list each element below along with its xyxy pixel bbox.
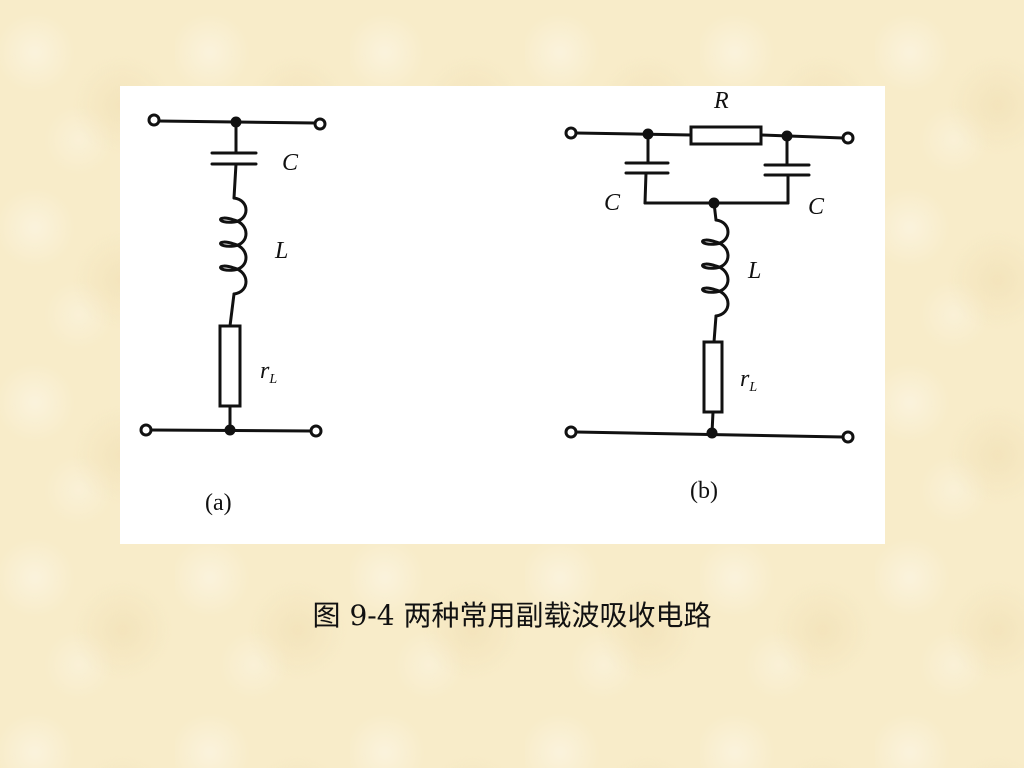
circuit-b-bottom-left-terminal: [564, 425, 578, 439]
circuit-diagrams: C L rL (a) R C C L rL (b): [139, 88, 855, 516]
figure-panel: C L rL (a) R C C L rL (b): [120, 86, 885, 544]
circuit-a-inductor: [219, 196, 248, 296]
circuit-b-sub-label: (b): [690, 478, 718, 504]
circuit-a-sub-label: (a): [205, 490, 232, 516]
circuit-b: [564, 125, 855, 444]
circuit-a-resistor: [218, 324, 242, 408]
circuit-b-capacitor-right-label: C: [808, 194, 825, 220]
circuit-a-capacitor: [210, 151, 258, 166]
circuit-a-resistor-label: rL: [260, 358, 277, 387]
circuit-a-capacitor-label: C: [282, 150, 299, 176]
circuit-b-inductor: [701, 218, 730, 318]
circuit-a-top-right-terminal: [313, 117, 327, 131]
circuit-b-top-wire-right: [759, 133, 845, 140]
circuit-a-bottom-junction: [224, 424, 236, 436]
circuit-b-top-wire-left: [574, 131, 693, 137]
circuit-b-bottom-right-terminal: [841, 430, 855, 444]
circuit-a-bottom-left-terminal: [139, 423, 153, 437]
circuit-b-capacitor-left-label: C: [604, 190, 621, 216]
circuit-b-resistor-rl: [702, 340, 724, 414]
circuit-b-capacitor-left: [624, 161, 670, 175]
circuit-b-top-left-terminal: [564, 126, 578, 140]
circuit-b-resistor-r: [689, 125, 763, 146]
circuit-a: [139, 113, 327, 438]
circuit-a-top-left-terminal: [147, 113, 161, 127]
circuit-a-inductor-label: L: [274, 238, 288, 264]
circuit-b-resistor-r-label: R: [713, 88, 729, 114]
circuit-b-top-right-terminal: [841, 131, 855, 145]
circuit-b-inductor-label: L: [747, 258, 761, 284]
circuit-b-capacitor-right: [763, 163, 811, 177]
circuit-b-bottom-junction: [706, 427, 718, 439]
circuit-a-bottom-right-terminal: [309, 424, 323, 438]
circuit-b-resistor-rl-label: rL: [740, 366, 757, 395]
figure-caption: 图 9-4 两种常用副载波吸收电路: [312, 599, 712, 632]
